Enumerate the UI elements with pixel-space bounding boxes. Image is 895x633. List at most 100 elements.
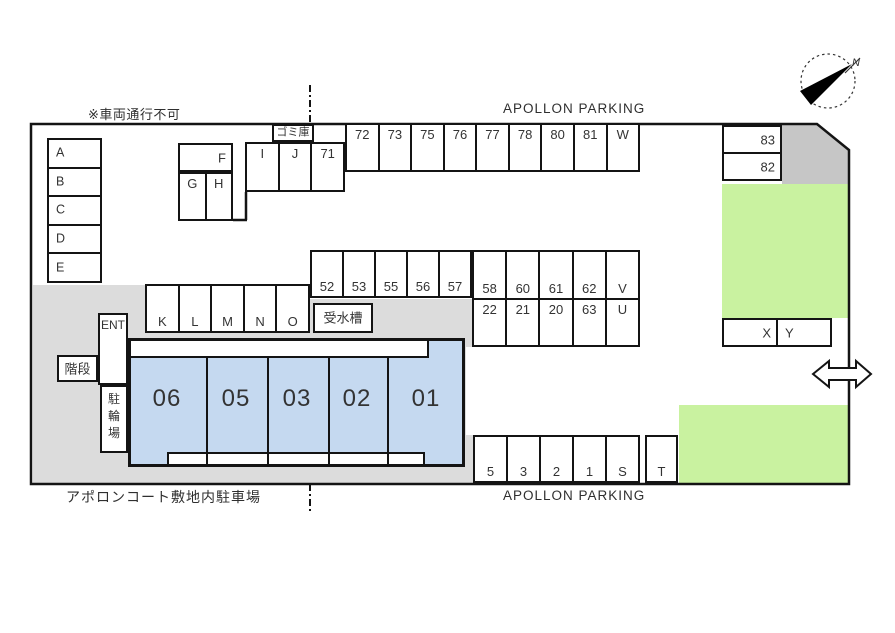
parking-space-o: O (275, 286, 308, 331)
parking-space-h: H (204, 174, 232, 219)
parking-space-c: C (49, 195, 100, 224)
parking-space-e: E (49, 252, 100, 281)
parking-row-bottom: 5 3 2 1 S (473, 435, 640, 483)
parking-space-label: 56 (415, 279, 431, 294)
parking-space-y: Y (776, 320, 830, 345)
entrance-arrow (811, 358, 873, 390)
parking-row-g-h: G H (178, 172, 233, 221)
parking-space-label: F (218, 150, 226, 165)
parking-space-label: 20 (548, 302, 564, 317)
parking-space-78: 78 (507, 125, 541, 170)
parking-space-60: 60 (505, 252, 538, 298)
parking-space-label: 60 (515, 281, 531, 296)
parking-space-label: 81 (582, 127, 598, 142)
parking-space-s: S (605, 437, 638, 481)
parking-space-m: M (210, 286, 243, 331)
parking-space-label: Y (785, 325, 794, 340)
parking-space-label: 76 (452, 127, 468, 142)
parking-space-22: 22 (474, 300, 505, 345)
parking-space-label: 71 (320, 146, 335, 161)
parking-space-63: 63 (571, 300, 605, 345)
parking-space-81: 81 (572, 125, 606, 170)
parking-space-label: N (255, 314, 265, 329)
parking-space-label: L (191, 314, 199, 329)
parking-space-t: T (645, 435, 678, 483)
parking-space-label: 75 (420, 127, 435, 142)
parking-row-58-v: 58 60 61 62 V (474, 252, 638, 298)
parking-space-j: J (277, 144, 311, 190)
parking-space-g: G (180, 174, 205, 219)
parking-space-f-cell: F (180, 145, 231, 170)
parking-space-57: 57 (438, 252, 470, 296)
parking-row-x-y: X Y (722, 318, 832, 347)
parking-space-77: 77 (475, 125, 508, 170)
water-tank-cell: 受水槽 (315, 305, 371, 331)
parking-space-label: S (618, 464, 627, 479)
site-area-sliver (466, 435, 473, 484)
parking-space-73: 73 (377, 125, 411, 170)
parking-space-label: 80 (550, 127, 565, 142)
parking-space-l: L (177, 286, 211, 331)
parking-space-72: 72 (347, 125, 378, 170)
unit-05-label: 05 (221, 385, 251, 412)
parking-space-t-cell: T (647, 437, 676, 481)
parking-space-1: 1 (572, 437, 605, 481)
parking-space-label: 21 (515, 302, 531, 317)
parking-space-label: K (157, 314, 167, 329)
parking-space-label: 72 (355, 127, 370, 142)
green-area-bottom-right (679, 405, 849, 484)
unit-06-label: 06 (152, 385, 182, 412)
inner-wall (233, 192, 248, 222)
corner-gray-area (782, 124, 849, 184)
parking-space-w: W (605, 125, 639, 170)
parking-space-label: 58 (482, 281, 497, 296)
title-apollon-parking-top: APOLLON PARKING (503, 101, 646, 116)
stairs-box: 階段 (57, 355, 98, 382)
no-vehicle-note: ※車両通行不可 (88, 107, 181, 122)
site-boundary (29, 122, 851, 486)
parking-space-b: B (49, 166, 100, 196)
parking-space-label: 3 (519, 464, 528, 479)
parking-space-80: 80 (540, 125, 573, 170)
parking-space-label: E (56, 260, 65, 275)
parking-space-label: 53 (351, 279, 367, 294)
parking-space-label: V (618, 281, 627, 296)
unit-03-label: 03 (282, 385, 312, 412)
unit-01-label: 01 (411, 385, 441, 412)
parking-space-label: O (287, 314, 298, 329)
bicycle-parking-label: 駐輪場 (107, 392, 120, 440)
parking-space-label: 52 (319, 279, 335, 294)
parking-space-f: F (178, 143, 233, 172)
parking-column-83-82: 83 82 (722, 125, 782, 181)
parking-space-label: 83 (760, 132, 775, 147)
parking-row-k-o: K L M N O (145, 284, 310, 333)
parking-space-label: 1 (585, 464, 594, 479)
water-tank-box: 受水槽 (313, 303, 373, 333)
unit-divider (267, 356, 269, 464)
parking-space-label: W (616, 127, 629, 142)
parking-space-label: 78 (517, 127, 533, 142)
garbage-storage-box: ゴミ庫 (272, 124, 314, 142)
parking-space-label: 22 (482, 302, 497, 317)
site-parking-label: アポロンコート敷地内駐車場 (66, 489, 261, 505)
parking-space-62: 62 (571, 252, 605, 298)
parking-space-83: 83 (724, 127, 780, 152)
parking-space-x: X (724, 320, 776, 345)
parking-row-top: 72 73 75 76 77 78 80 81 W (345, 123, 640, 172)
building-walkway-top (131, 341, 429, 358)
compass-circle (800, 53, 856, 109)
parking-space-label: 5 (486, 464, 495, 479)
parking-space-label: T (657, 464, 666, 479)
parking-space-61: 61 (538, 252, 571, 298)
bicycle-parking-box: 駐輪場 (100, 385, 128, 453)
stairs-cell: 階段 (59, 357, 96, 380)
parking-space-label: 73 (387, 127, 403, 142)
parking-space-label: G (187, 176, 198, 191)
title-apollon-parking-bottom: APOLLON PARKING (503, 488, 646, 503)
parking-space-label: D (56, 231, 66, 246)
parking-space-52: 52 (312, 252, 342, 296)
parking-space-58: 58 (474, 252, 505, 298)
parking-space-label: 77 (485, 127, 500, 142)
unit-divider (328, 356, 330, 464)
